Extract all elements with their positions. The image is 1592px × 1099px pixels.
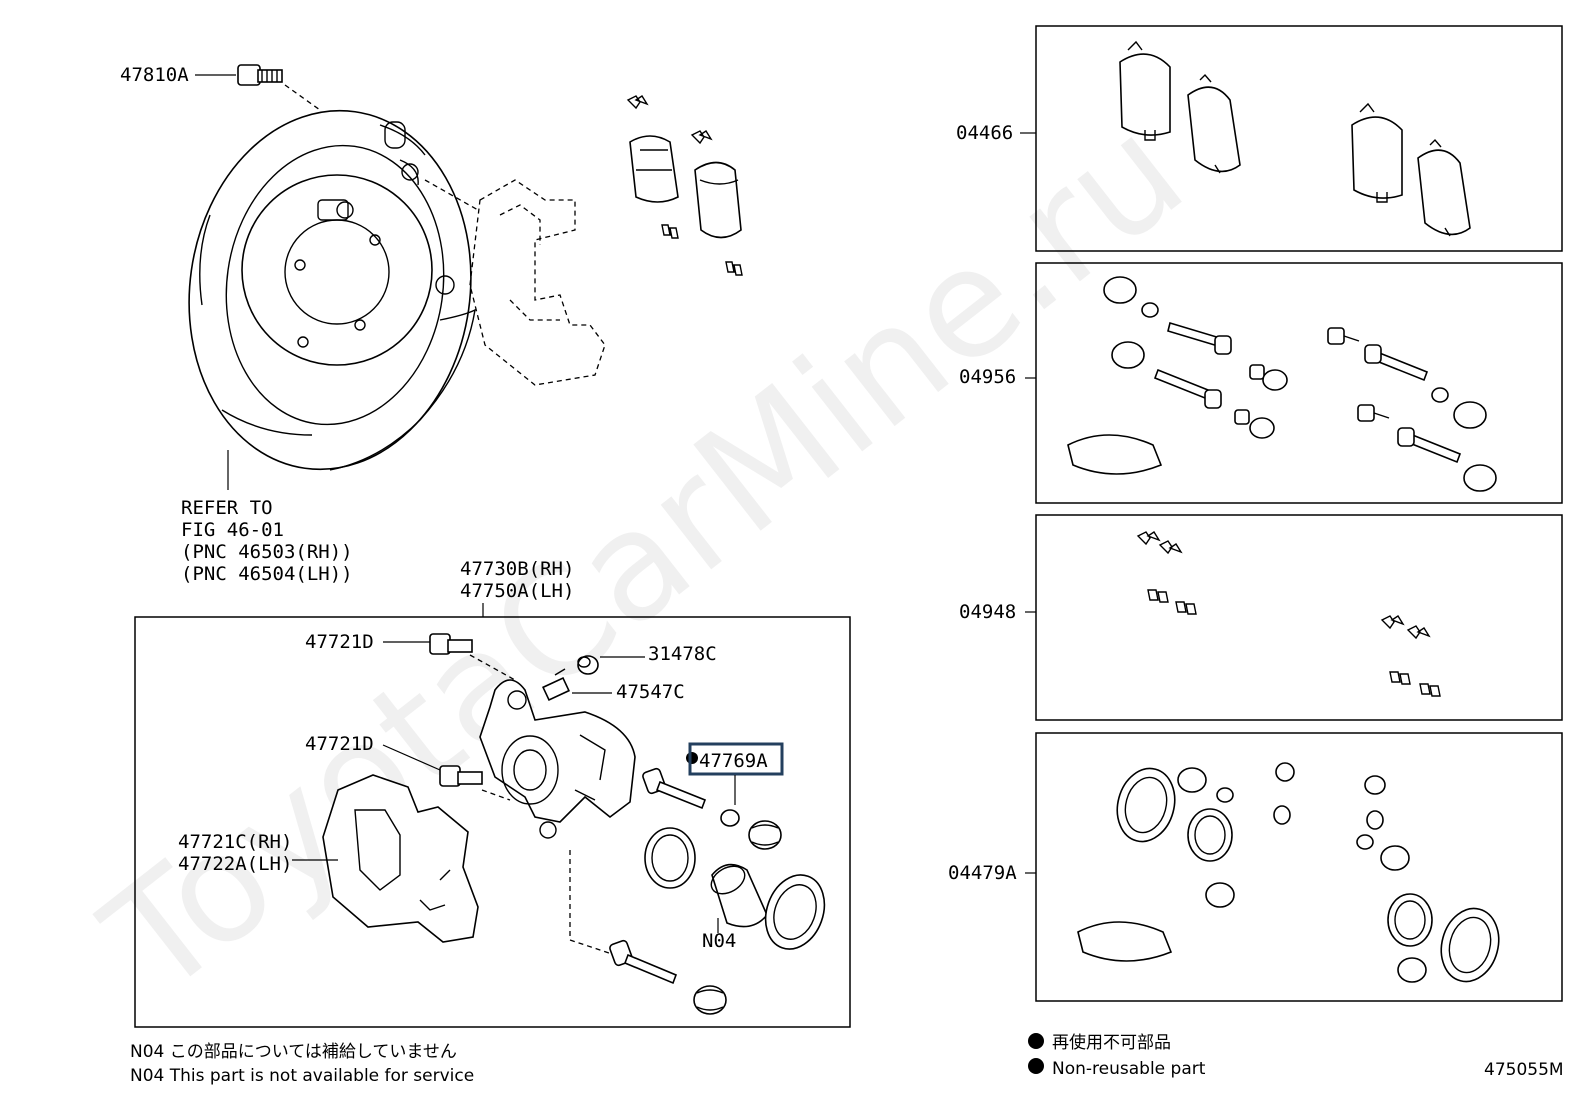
- kit-box-04956[interactable]: [1035, 262, 1563, 504]
- legend-dot-jp: [1028, 1033, 1044, 1049]
- bolt-47721D-top[interactable]: [429, 633, 473, 655]
- legend-english: Non-reusable part: [1052, 1059, 1206, 1079]
- kit-box-04466[interactable]: [1035, 25, 1563, 252]
- label-04466[interactable]: 04466: [956, 122, 1013, 144]
- slide-pin-upper[interactable]: [642, 767, 707, 810]
- bleeder-plug-47547C[interactable]: [542, 668, 570, 702]
- bushing-47769A[interactable]: [720, 809, 740, 827]
- brake-pad-kit-04466: [1119, 40, 1471, 237]
- refer-line-2: FIG 46-01: [181, 519, 284, 541]
- label-04948[interactable]: 04948: [959, 601, 1016, 623]
- boot-lower[interactable]: [693, 985, 727, 1015]
- highlight-box-47769A[interactable]: [688, 742, 784, 776]
- label-31478C[interactable]: 31478C: [648, 643, 717, 665]
- boot-upper[interactable]: [748, 820, 782, 850]
- piston-boot[interactable]: [756, 867, 835, 958]
- caliper-reference-outline: [469, 179, 606, 386]
- label-47721C[interactable]: 47721C(RH): [178, 831, 292, 853]
- dust-shield[interactable]: [166, 92, 493, 487]
- bleeder-cap-31478C[interactable]: [577, 655, 599, 675]
- caliper-assembly-box: [134, 616, 851, 1028]
- label-04956[interactable]: 04956: [959, 366, 1016, 388]
- label-47810A[interactable]: 47810A: [120, 64, 189, 86]
- kit-box-04948[interactable]: [1035, 514, 1563, 721]
- piston-N04[interactable]: [706, 861, 768, 928]
- anti-squeal-shim-kit-04948: [1136, 531, 1441, 697]
- note-N04-japanese: N04 この部品については補給していません: [130, 1042, 457, 1062]
- legend-japanese: 再使用不可部品: [1052, 1032, 1171, 1053]
- bolt-47810A[interactable]: [237, 64, 283, 86]
- cylinder-kit-04479A: [1077, 762, 1500, 983]
- label-47547C[interactable]: 47547C: [616, 681, 685, 703]
- caliper-mounting-bracket[interactable]: [322, 774, 479, 943]
- label-47721D-top[interactable]: 47721D: [305, 631, 374, 653]
- label-47769A[interactable]: 47769A: [699, 750, 768, 772]
- label-47730B[interactable]: 47730B(RH): [460, 558, 574, 580]
- brake-pad-set-top[interactable]: [626, 95, 743, 276]
- kit-box-04479A[interactable]: [1035, 732, 1563, 1002]
- non-reusable-dot: [686, 752, 698, 764]
- bolt-47721D-mid[interactable]: [439, 765, 483, 787]
- refer-line-4: (PNC 46504(LH)): [181, 563, 353, 585]
- label-47722A[interactable]: 47722A(LH): [178, 853, 292, 875]
- label-47721D-mid[interactable]: 47721D: [305, 733, 374, 755]
- refer-line-3: (PNC 46503(RH)): [181, 541, 353, 563]
- slide-pin-lower[interactable]: [609, 939, 678, 985]
- figure-id: 475055M: [1484, 1060, 1564, 1080]
- caliper-cylinder-body[interactable]: [479, 679, 636, 839]
- label-47750A[interactable]: 47750A(LH): [460, 580, 574, 602]
- piston-seal[interactable]: [644, 827, 696, 889]
- legend-dot-en: [1028, 1058, 1044, 1074]
- slide-pin-kit-04956: [1067, 276, 1497, 492]
- label-04479A[interactable]: 04479A: [948, 862, 1017, 884]
- refer-line-1: REFER TO: [181, 497, 273, 519]
- label-N04[interactable]: N04: [702, 930, 736, 952]
- note-N04-english: N04 This part is not available for servi…: [130, 1066, 474, 1086]
